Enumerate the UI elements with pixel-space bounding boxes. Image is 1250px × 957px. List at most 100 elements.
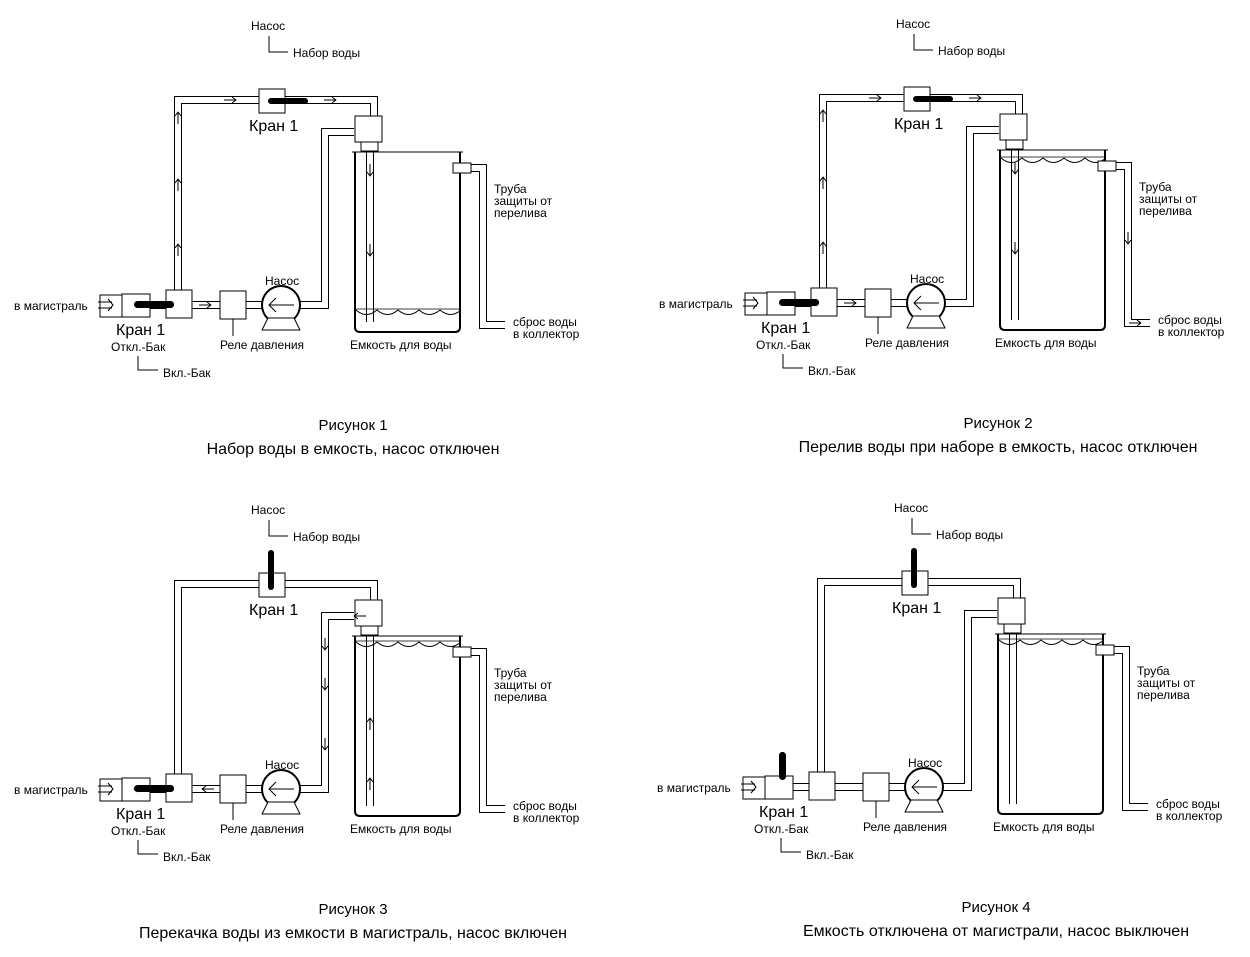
label-on-tank: Вкл.-Бак: [808, 364, 856, 378]
label-pump-top: Насос: [896, 17, 930, 31]
pipe: [836, 299, 870, 307]
flow-arrow: [819, 176, 827, 189]
figure-number: Рисунок 2: [963, 415, 1032, 432]
figure-caption: Набор воды в емкость, насос отключен: [207, 441, 500, 458]
label-pump-top: Насос: [251, 503, 285, 517]
label-drain-2: в коллектор: [1156, 809, 1223, 823]
flow-arrow: [1011, 162, 1019, 175]
figure-number: Рисунок 3: [318, 901, 387, 918]
water-tank: [997, 149, 1108, 331]
label-drain-2: в коллектор: [513, 811, 580, 825]
label-off-tank: Откл.-Бак: [111, 340, 166, 354]
pressure-relay: [862, 772, 890, 802]
pipe: [191, 301, 225, 309]
pipe: [191, 785, 225, 793]
label-fill: Набор воды: [293, 46, 360, 60]
label-off-tank: Откл.-Бак: [754, 822, 809, 836]
label-valve-bottom: Кран 1: [759, 804, 808, 821]
label-valve-top: Кран 1: [249, 118, 298, 135]
label-overflow-2: защиты от: [494, 194, 553, 208]
valve-bottom-bar: [779, 299, 819, 306]
label-valve-bottom: Кран 1: [116, 322, 165, 339]
label-tank: Емкость для воды: [995, 336, 1097, 350]
pipe: [1009, 622, 1017, 804]
flow-arrow: [1011, 242, 1019, 255]
water-surface: [355, 308, 462, 315]
pipe: [246, 301, 262, 309]
overflow-inlet: [452, 646, 472, 658]
flow-arrow: [174, 243, 182, 256]
label-overflow-1: Труба: [494, 182, 527, 196]
tee-stub: [360, 141, 379, 152]
water-surface: [1000, 156, 1107, 163]
label-leader: [268, 36, 288, 53]
label-overflow-3: перелива: [494, 206, 547, 220]
label-drain-2: в коллектор: [1158, 325, 1225, 339]
flow-arrow: [133, 785, 146, 793]
label-overflow-1: Труба: [1139, 180, 1172, 194]
water-surface: [355, 640, 462, 647]
overflow-inlet: [1097, 160, 1117, 172]
water-tank: [995, 633, 1106, 815]
pump: [261, 285, 301, 331]
valve-top-handle: [913, 96, 953, 102]
pipe: [943, 610, 997, 791]
figure-caption: Перелив воды при наборе в емкость, насос…: [799, 439, 1198, 456]
top-tee: [354, 115, 383, 143]
label-drain-1: сброс воды: [513, 799, 577, 813]
label-overflow-2: защиты от: [1137, 676, 1196, 690]
label-overflow-3: перелива: [1139, 204, 1192, 218]
pressure-relay: [864, 288, 892, 318]
pipe: [366, 140, 374, 322]
label-pump: Насос: [908, 756, 942, 770]
label-leader: [913, 34, 933, 51]
pressure-relay: [219, 774, 247, 804]
bottom-tee: [165, 289, 193, 319]
main-inlet: [742, 776, 766, 800]
label-overflow-3: перелива: [1137, 688, 1190, 702]
valve-bottom-bar: [134, 301, 174, 308]
pipe: [366, 624, 374, 806]
label-valve-bottom: Кран 1: [761, 320, 810, 337]
figure-number: Рисунок 1: [318, 417, 387, 434]
label-off-tank: Откл.-Бак: [111, 824, 166, 838]
label-drain-1: сброс воды: [513, 315, 577, 329]
label-valve-top: Кран 1: [894, 116, 943, 133]
overflow-inlet: [452, 162, 472, 174]
label-pump-top: Насос: [251, 19, 285, 33]
flow-arrow: [366, 777, 374, 790]
main-inlet: [99, 294, 123, 318]
flow-arrow: [201, 785, 214, 793]
label-pressure-relay: Реле давления: [220, 338, 304, 352]
label-on-tank: Вкл.-Бак: [163, 850, 211, 864]
pipe: [1011, 138, 1019, 320]
label-drain-1: сброс воды: [1158, 313, 1222, 327]
label-valve-top: Кран 1: [249, 602, 298, 619]
label-tank: Емкость для воды: [993, 820, 1095, 834]
flow-arrow: [321, 678, 329, 691]
label-on-tank: Вкл.-Бак: [806, 848, 854, 862]
flow-arrow: [324, 96, 337, 104]
valve-top-handle: [911, 548, 917, 588]
top-tee: [999, 113, 1028, 141]
label-tank: Емкость для воды: [350, 338, 452, 352]
label-valve-bottom: Кран 1: [116, 806, 165, 823]
pump: [261, 769, 301, 815]
label-overflow-2: защиты от: [494, 678, 553, 692]
valve-bottom-bar: [134, 785, 174, 792]
pipe: [834, 783, 868, 791]
flow-arrow: [844, 299, 857, 307]
label-overflow-1: Труба: [494, 666, 527, 680]
label-pressure-relay: Реле давления: [220, 822, 304, 836]
flow-arrow: [321, 738, 329, 751]
flow-arrow: [366, 164, 374, 177]
flow-arrow: [199, 301, 212, 309]
label-leader: [911, 518, 931, 535]
label-fill: Набор воды: [938, 44, 1005, 58]
flow-arrow: [174, 111, 182, 124]
label-pressure-relay: Реле давления: [863, 820, 947, 834]
label-off-tank: Откл.-Бак: [756, 338, 811, 352]
